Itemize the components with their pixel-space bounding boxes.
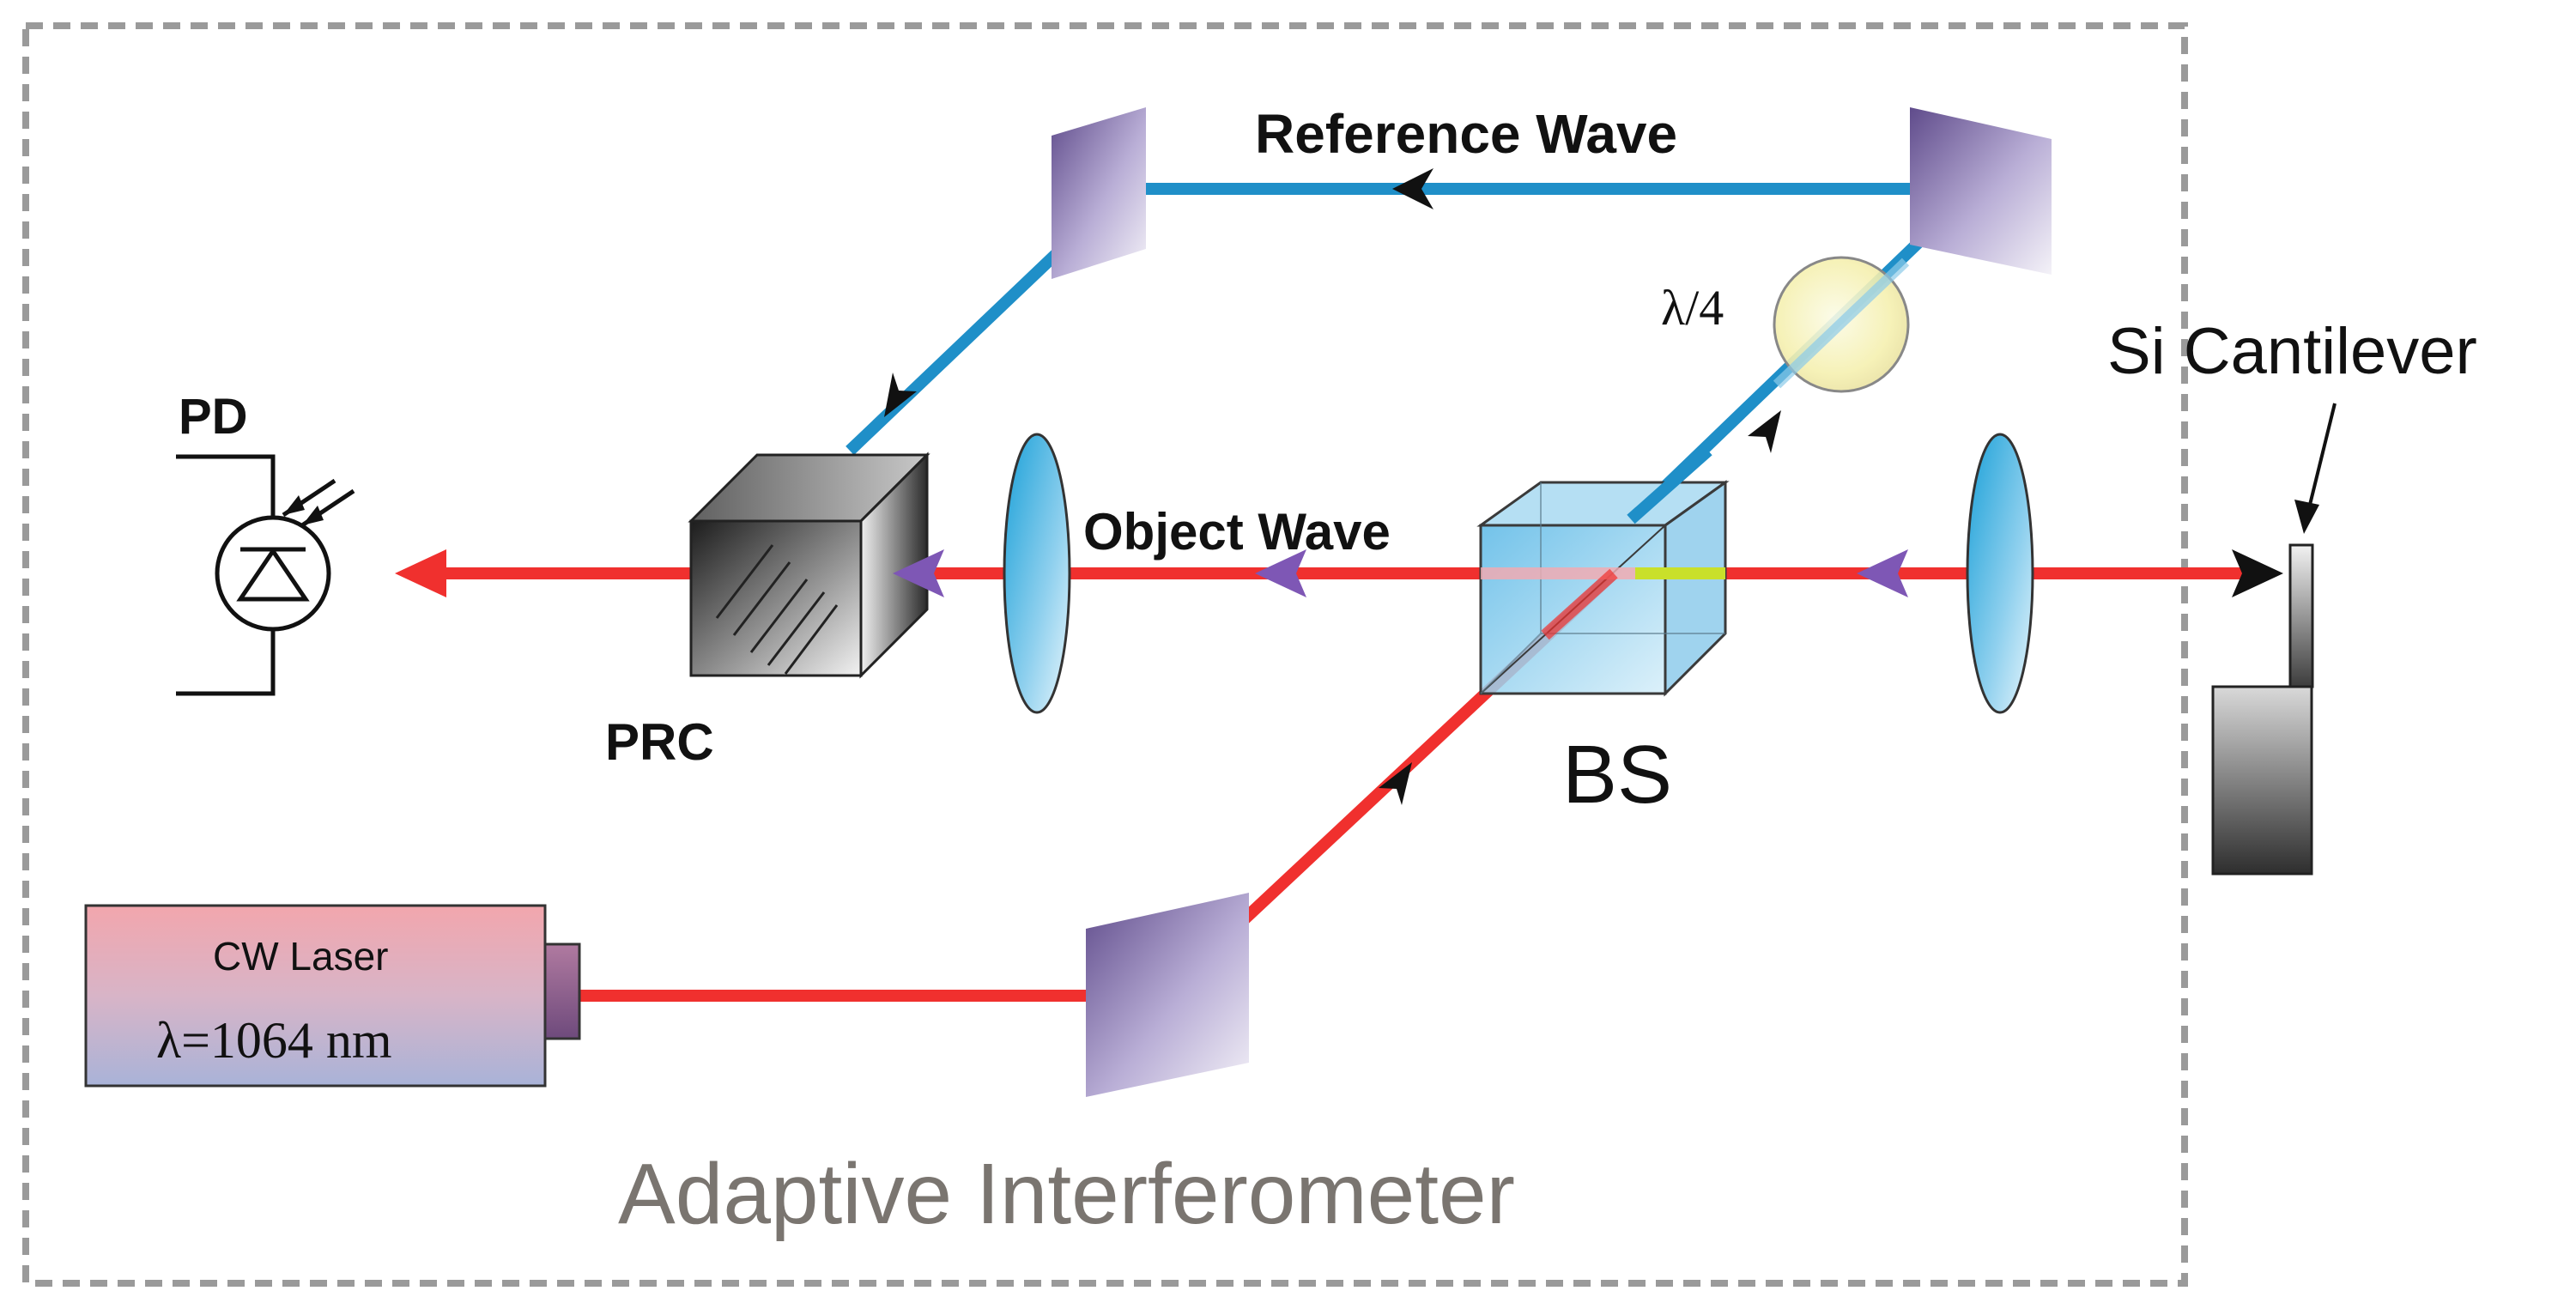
object-arrow-right: [1857, 549, 1908, 597]
ref-arrow-up-right: [1748, 410, 1781, 453]
light-arrow-1: [283, 495, 305, 515]
mirror-top-left: [1052, 107, 1146, 279]
mirror-bottom: [1086, 893, 1249, 1097]
light-arrow-2: [302, 506, 324, 525]
laser-wavelength-label: λ=1064 nm: [156, 1012, 392, 1069]
laser-beam-in-cube: [1541, 568, 1618, 640]
lens-left: [1003, 433, 1071, 714]
prc-label: PRC: [605, 713, 714, 771]
pd-label: PD: [179, 389, 248, 445]
cantilever-pointer: [2307, 403, 2337, 509]
si-cantilever: [2211, 543, 2314, 876]
cantilever-pointer-head: [2294, 500, 2319, 534]
bs-label: BS: [1562, 729, 1672, 821]
laser-name-label: CW Laser: [213, 934, 388, 979]
ref-arrow-down-left: [884, 373, 917, 417]
interferometer-frame: [22, 22, 2188, 1287]
frame-title: Adaptive Interferometer: [618, 1146, 1515, 1242]
cantilever-label: Si Cantilever: [2107, 315, 2477, 388]
object-arrow-prc: [893, 549, 944, 597]
photorefractive-crystal: [688, 451, 930, 679]
mirror-top-right: [1910, 107, 2052, 275]
object-wave-label: Object Wave: [1083, 503, 1391, 561]
reference-beam-in-cube: [1627, 445, 1712, 524]
photodiode-icon: [176, 454, 355, 696]
object-arrow-to-cantilever: [2232, 549, 2283, 597]
reference-beam-through-plate: [1773, 258, 1910, 389]
ref-arrow-top: [1392, 168, 1433, 209]
beam-arrowhead-to-pd: [395, 549, 446, 597]
lens-right: [1966, 433, 2034, 714]
object-arrow-mid: [1255, 549, 1306, 597]
reference-wave-label: Reference Wave: [1255, 103, 1677, 165]
quarter-wave-label: λ/4: [1661, 280, 1724, 336]
laser-arrow-up-right: [1379, 762, 1412, 805]
cw-laser: [84, 904, 581, 1088]
